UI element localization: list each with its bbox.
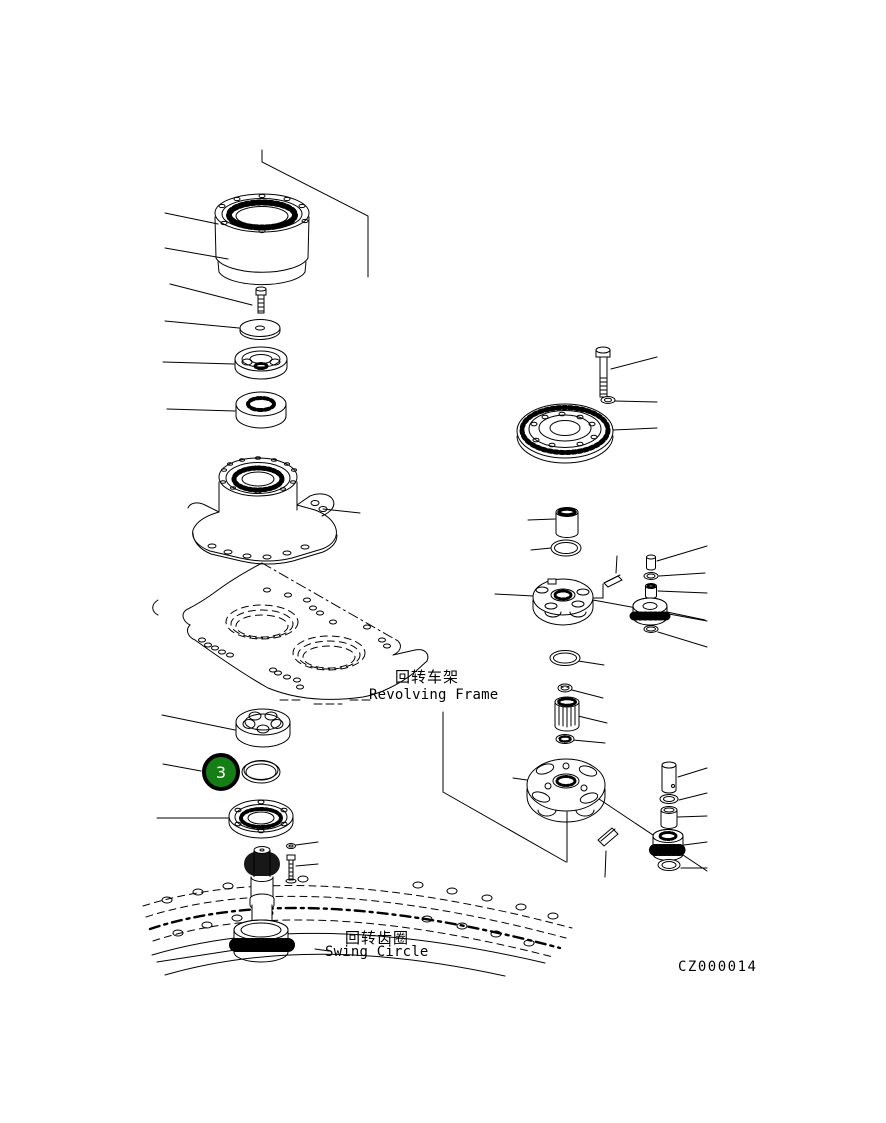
swing-circle-label-en: Swing Circle: [325, 944, 429, 960]
ring-gear: [215, 194, 309, 285]
bushing-lower: [661, 807, 677, 829]
washer-small: [240, 320, 280, 340]
revolving-frame-outline: [153, 563, 428, 704]
washer-upper-right: [601, 397, 615, 404]
drawing-code: CZ000014: [678, 959, 758, 975]
spring-pin: [604, 575, 622, 587]
swing-circle-label-zh: 回转齿圈: [345, 929, 410, 947]
washer-bottom-right: [658, 860, 680, 871]
seal-ring: [551, 540, 581, 556]
snap-ring: [242, 761, 280, 784]
needle-bearing: [653, 830, 683, 861]
ring-gear-plate: [229, 800, 293, 838]
planet-gear-hub: [633, 598, 667, 625]
swing-circle-ring: [143, 876, 572, 976]
planet-pin: [647, 555, 656, 570]
callout-3-number: 3: [215, 762, 227, 782]
callout-3-badge[interactable]: 3: [202, 753, 240, 791]
thrust-washer-lower: [660, 795, 678, 804]
nut-and-bolt-shaft: [286, 844, 296, 884]
o-ring: [550, 651, 580, 666]
carrier-upper: [533, 579, 593, 625]
planet-pin-lower: [662, 762, 676, 793]
hex-ring: [556, 735, 574, 744]
leader-lines: [157, 150, 707, 962]
bearing-upper: [235, 347, 287, 379]
bolt-small: [256, 287, 266, 313]
coupling-upper: [236, 392, 286, 428]
swing-machinery-case: [188, 457, 337, 564]
revolving-frame-label-zh: 回转车架: [395, 668, 460, 686]
circlip-small: [558, 684, 572, 692]
revolving-frame-label-en: Revolving Frame: [369, 687, 499, 703]
spline-coupling: [555, 697, 579, 731]
dowel-pin: [598, 828, 618, 846]
motor-cover: [517, 404, 613, 463]
pinion-shaft: [234, 847, 288, 963]
retainer-ring-small: [644, 626, 658, 633]
carrier-lower: [527, 759, 605, 822]
thrust-washer-small: [644, 573, 658, 580]
spline-bushing: [646, 584, 657, 599]
bolt-long: [596, 347, 610, 397]
bearing-lower: [236, 709, 290, 747]
sun-gear: [556, 508, 578, 538]
